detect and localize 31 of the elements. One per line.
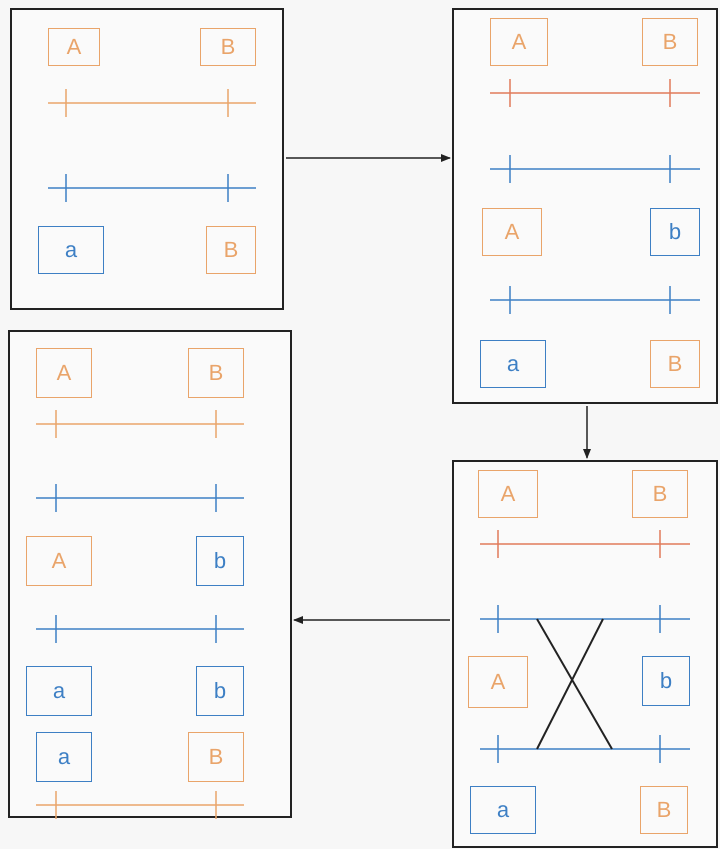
allele-box: a (26, 666, 92, 716)
allele-box: B (632, 470, 688, 518)
allele-box: B (188, 732, 244, 782)
stage-panel (8, 330, 292, 818)
allele-box: A (490, 18, 548, 66)
allele-box: A (482, 208, 542, 256)
arrow (286, 154, 451, 162)
allele-box: b (196, 666, 244, 716)
allele-box: A (26, 536, 92, 586)
allele-box: A (48, 28, 100, 66)
allele-box: b (650, 208, 700, 256)
allele-box: A (478, 470, 538, 518)
allele-box: a (470, 786, 536, 834)
allele-box: B (640, 786, 688, 834)
arrow (293, 616, 450, 624)
allele-box: a (480, 340, 546, 388)
allele-box: B (188, 348, 244, 398)
allele-box: B (650, 340, 700, 388)
arrow (583, 406, 591, 459)
allele-box: b (196, 536, 244, 586)
allele-box: B (206, 226, 256, 274)
stage-panel (452, 8, 718, 404)
stage-panel (452, 460, 718, 848)
allele-box: b (642, 656, 690, 706)
stage-panel (10, 8, 284, 310)
allele-box: a (38, 226, 104, 274)
allele-box: A (36, 348, 92, 398)
allele-box: a (36, 732, 92, 782)
allele-box: B (642, 18, 698, 66)
allele-box: A (468, 656, 528, 708)
allele-box: B (200, 28, 256, 66)
